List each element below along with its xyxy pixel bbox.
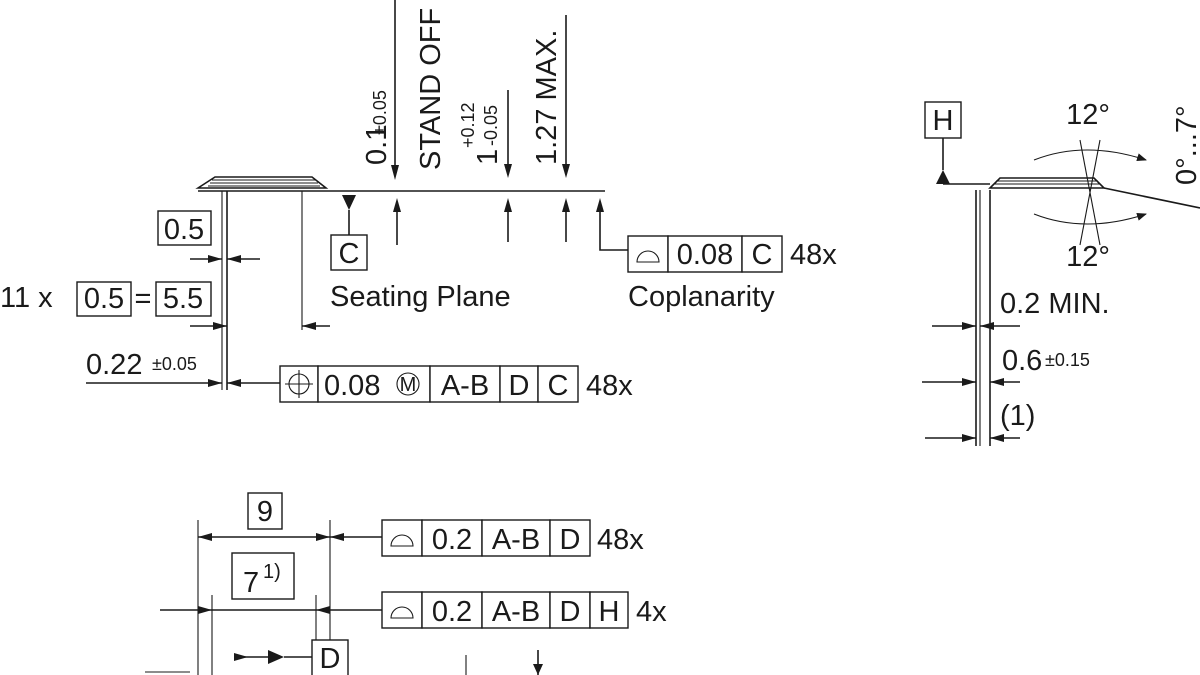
lead-hatching: [208, 179, 320, 187]
angle-bottom: 12°: [1066, 241, 1110, 273]
mmc-circle-icon: [396, 372, 420, 396]
profile-tol-1: 0.2: [432, 524, 472, 556]
lead-body-outline: [988, 177, 1106, 189]
lead-width-arrow-right: [227, 379, 241, 387]
lead-width-arrow-left: [208, 379, 222, 387]
profile-icon-1: [390, 534, 414, 547]
datum-c-frame: [330, 234, 368, 271]
profile-2-datum-ab: A-B: [492, 596, 540, 628]
body-width: 9: [257, 496, 273, 528]
profile-frame-1: [381, 519, 591, 557]
coplanarity-leader: [599, 212, 628, 251]
span-arrow-left: [213, 322, 227, 330]
min-thickness: 0.2 MIN.: [1000, 288, 1110, 320]
datum-d-letter: D: [320, 643, 341, 675]
foot-tolerance: ±0.15: [1045, 350, 1090, 370]
height-tol-minus: -0.05: [481, 105, 501, 146]
height-tol-plus: +0.12: [458, 102, 478, 148]
foot-length: 0.6: [1002, 345, 1042, 377]
ref-length: (1): [1000, 400, 1035, 432]
position-datum-c: C: [548, 370, 569, 402]
pitch-mult-frame: [76, 281, 132, 317]
position-modifier: M: [400, 374, 417, 396]
pitch-value: 0.5: [164, 214, 204, 246]
coplanarity-datum: C: [752, 239, 773, 271]
standoff-label: STAND OFF: [415, 8, 447, 170]
profile-2-datum-h: H: [599, 596, 620, 628]
angle-arc-top: [1033, 149, 1147, 161]
profile-2-datum-d: D: [560, 596, 581, 628]
datum-h-letter: H: [933, 105, 954, 137]
profile-tol-2: 0.2: [432, 596, 472, 628]
lead-width-value: 0.22: [86, 349, 142, 381]
datum-c-triangle: [342, 195, 356, 210]
standoff-tolerance: ±0.05: [370, 90, 390, 135]
standoff-arrow-up: [393, 198, 401, 212]
coplanarity-frame: [627, 235, 783, 273]
height-arrow-down: [504, 164, 512, 178]
standoff-value: 0.1: [361, 125, 393, 165]
body-width-frame: [247, 492, 283, 530]
pitch-total-frame: [155, 281, 212, 317]
position-frame: [279, 365, 579, 403]
lead-detail-view: H 12° 12° 0°...7° 0.2 MIN. 0.6 ±0.15: [922, 99, 1200, 446]
position-datum-ab: A-B: [441, 370, 489, 402]
profile-1-datum-ab: A-B: [492, 524, 540, 556]
seating-plane-label: Seating Plane: [330, 281, 511, 313]
pitch-arrow-left: [208, 255, 222, 263]
pitch-prefix: 11 x: [0, 282, 53, 314]
body-inner-frame: [231, 552, 295, 600]
top-view: 9 7 1) D 0.2 A-B: [145, 492, 667, 675]
max-height-arrow-down: [562, 164, 570, 178]
angle-range: 0°...7°: [1171, 105, 1200, 185]
package-body-outline: [195, 176, 329, 189]
angle-ref-line-2: [1079, 139, 1101, 246]
position-tolerance: 0.08: [324, 370, 380, 402]
coplanarity-label: Coplanarity: [628, 281, 775, 313]
datum-c-letter: C: [339, 238, 360, 270]
profile-frame-2: [381, 591, 629, 629]
body-inner: 7: [243, 567, 259, 599]
datum-h-frame: [924, 101, 962, 139]
angle-arc-bottom: [1033, 213, 1147, 225]
pitch-mult: 0.5: [84, 283, 124, 315]
coplanarity-count: 48x: [790, 239, 837, 271]
profile-icon-2: [390, 606, 414, 619]
datum-d-triangle: [268, 650, 284, 664]
datum-d-frame: [311, 639, 349, 675]
surface-profile-icon: [636, 250, 660, 263]
max-height-arrow-up: [562, 198, 570, 212]
coplanarity-arrow: [596, 198, 604, 212]
span-arrow-right: [302, 322, 316, 330]
body-inner-note: 1): [263, 561, 281, 583]
angle-top: 12°: [1066, 99, 1110, 131]
coplanarity-tolerance: 0.08: [677, 239, 733, 271]
side-view: STAND OFF 0.1 ±0.05 1 +0.12 -0.05 1.27 M…: [0, 0, 837, 403]
pitch-equals: =: [135, 283, 152, 315]
profile-2-count: 4x: [636, 596, 667, 628]
pitch-total: 5.5: [163, 283, 203, 315]
position-icon: [285, 370, 313, 398]
max-height-label: 1.27 MAX.: [531, 30, 563, 165]
profile-1-count: 48x: [597, 524, 644, 556]
pitch-arrow-right: [227, 255, 241, 263]
position-count: 48x: [586, 370, 633, 402]
lead-slope-line: [1103, 187, 1200, 209]
standoff-arrow-down: [391, 165, 399, 180]
pitch-frame: [157, 210, 212, 246]
height-arrow-up: [504, 198, 512, 212]
datum-h-triangle: [936, 170, 950, 184]
lead-width-tolerance: ±0.05: [152, 354, 197, 374]
position-datum-d: D: [509, 370, 530, 402]
profile-1-datum-d: D: [560, 524, 581, 556]
height-value: 1: [472, 149, 504, 165]
